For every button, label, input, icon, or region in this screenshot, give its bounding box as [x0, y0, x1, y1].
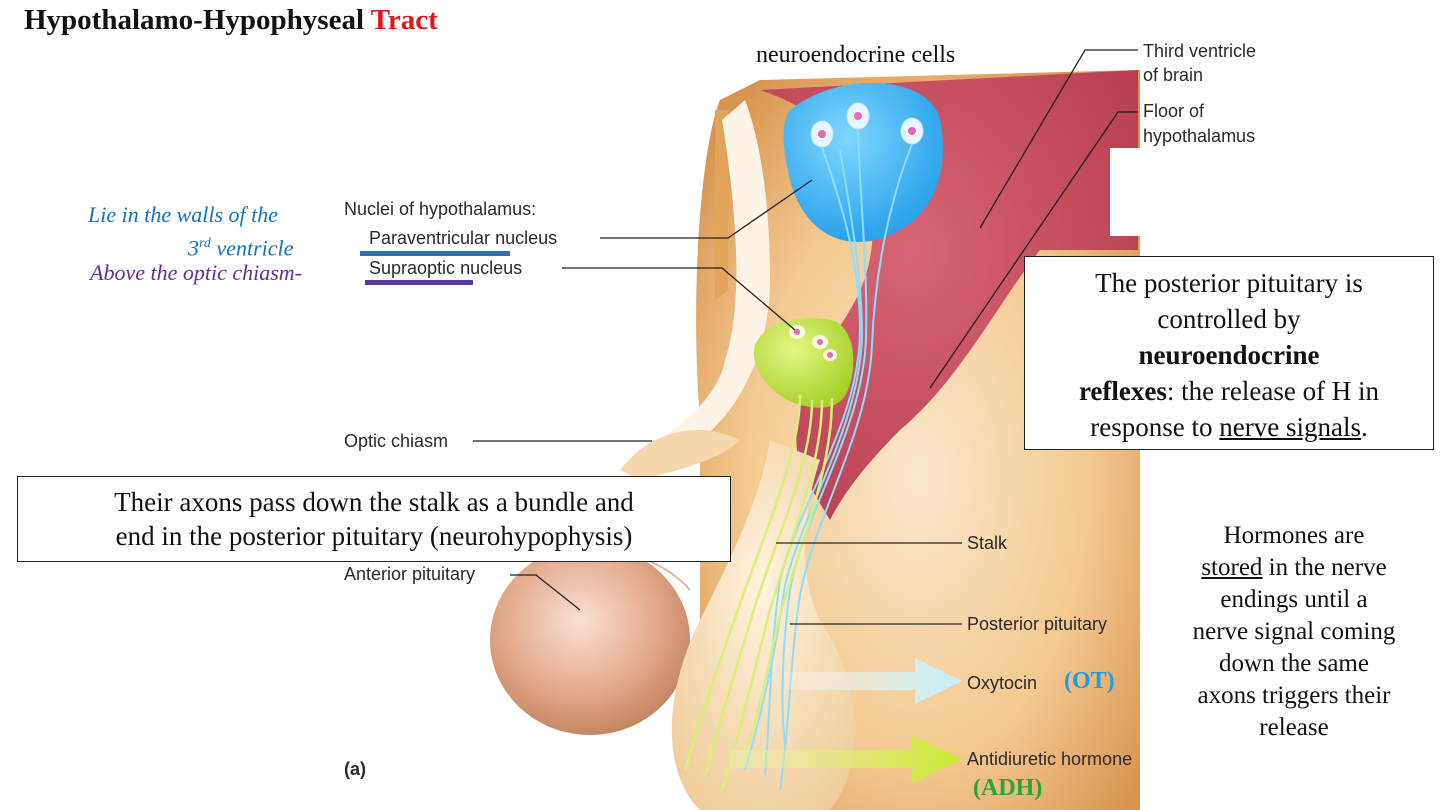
box-left-line1: Their axons pass down the stalk as a bun…	[114, 487, 634, 517]
box-left-line2: end in the posterior pituitary (neurohyp…	[115, 521, 633, 551]
hormones-note-line3: endings until a	[1220, 586, 1368, 613]
info-box-posterior-pituitary: The posterior pituitary is controlled by…	[1024, 256, 1434, 450]
label-paraventricular: Paraventricular nucleus	[369, 227, 557, 249]
note-walls-rest: ventricle	[210, 235, 294, 261]
label-oxytocin: Oxytocin	[967, 673, 1038, 693]
hormones-note-stored: stored	[1201, 554, 1263, 581]
hormones-note-line1: Hormones are	[1223, 522, 1365, 549]
hormones-note-line6: axons triggers their	[1197, 682, 1391, 709]
box-right-line1: The posterior pituitary is	[1095, 268, 1363, 298]
oxytocin-arrow	[785, 658, 962, 704]
hormones-note-line7: release	[1259, 714, 1329, 741]
box-right-line5-a: response to	[1090, 412, 1220, 442]
hormones-note-line5: down the same	[1219, 650, 1369, 677]
info-box-axons: Their axons pass down the stalk as a bun…	[17, 476, 731, 562]
adh-arrow	[730, 735, 962, 783]
note-above-chiasm: Above the optic chiasm-	[90, 260, 302, 285]
label-stalk: Stalk	[967, 533, 1008, 553]
hormones-note-line4: nerve signal coming	[1192, 618, 1396, 645]
note-walls-line1: Lie in the walls of the	[88, 202, 279, 227]
label-supraoptic-suffix: nucleus	[455, 258, 523, 278]
title-main: Hypothalamo-Hypophyseal	[24, 4, 364, 36]
note-walls-line2: 3rd ventricle	[188, 233, 293, 259]
note-walls-num: 3	[188, 235, 199, 261]
hormones-note-line2: stored in the nerve	[1164, 552, 1424, 584]
hormones-note-line2-rest: in the nerve	[1262, 554, 1387, 581]
label-optic-chiasm: Optic chiasm	[344, 431, 449, 451]
label-anterior-pituitary: Anterior pituitary	[344, 564, 476, 584]
label-neuroendocrine-cells: neuroendocrine cells	[756, 42, 956, 68]
label-supraoptic: Supraoptic nucleus	[369, 257, 522, 279]
box-right-line2: controlled by	[1157, 304, 1301, 334]
label-supraoptic-name: Supraoptic	[369, 258, 456, 278]
supraoptic-underline	[365, 280, 473, 285]
label-paraventricular-suffix: nucleus	[490, 228, 558, 248]
panel-label: (a)	[344, 759, 366, 779]
label-third-ventricle-1: Third ventricle	[1143, 41, 1257, 61]
box-right-line5-end: .	[1360, 412, 1368, 442]
box-right-bold2: reflexes	[1078, 376, 1167, 406]
box-right-line5: response to nerve signals.	[1025, 409, 1433, 445]
label-adh-abbr: (ADH)	[973, 775, 1043, 801]
box-right-nerve-signals: nerve signals	[1219, 412, 1361, 442]
label-posterior-pituitary: Posterior pituitary	[967, 614, 1108, 634]
paraventricular-underline	[360, 251, 510, 256]
label-adh: Antidiuretic hormone	[967, 749, 1133, 769]
hormones-storage-note: Hormones are stored in the nerve endings…	[1164, 520, 1424, 744]
box-right-after-bold: : the release of H in	[1166, 376, 1380, 406]
label-ot: (OT)	[1064, 668, 1115, 694]
page-title: Hypothalamo-Hypophyseal Tract	[24, 4, 438, 37]
label-nuclei-heading: Nuclei of hypothalamus:	[344, 199, 537, 219]
box-right-bold1: neuroendocrine	[1138, 340, 1320, 370]
label-paraventricular-name: Paraventricular	[369, 228, 491, 248]
title-accent: Tract	[370, 4, 438, 36]
label-floor-2: hypothalamus	[1143, 126, 1256, 146]
label-third-ventricle-2: of brain	[1143, 65, 1204, 85]
box-right-line4: reflexes: the release of H in	[1025, 373, 1433, 409]
note-walls-sup: rd	[199, 236, 211, 251]
label-floor-1: Floor of	[1143, 101, 1205, 121]
